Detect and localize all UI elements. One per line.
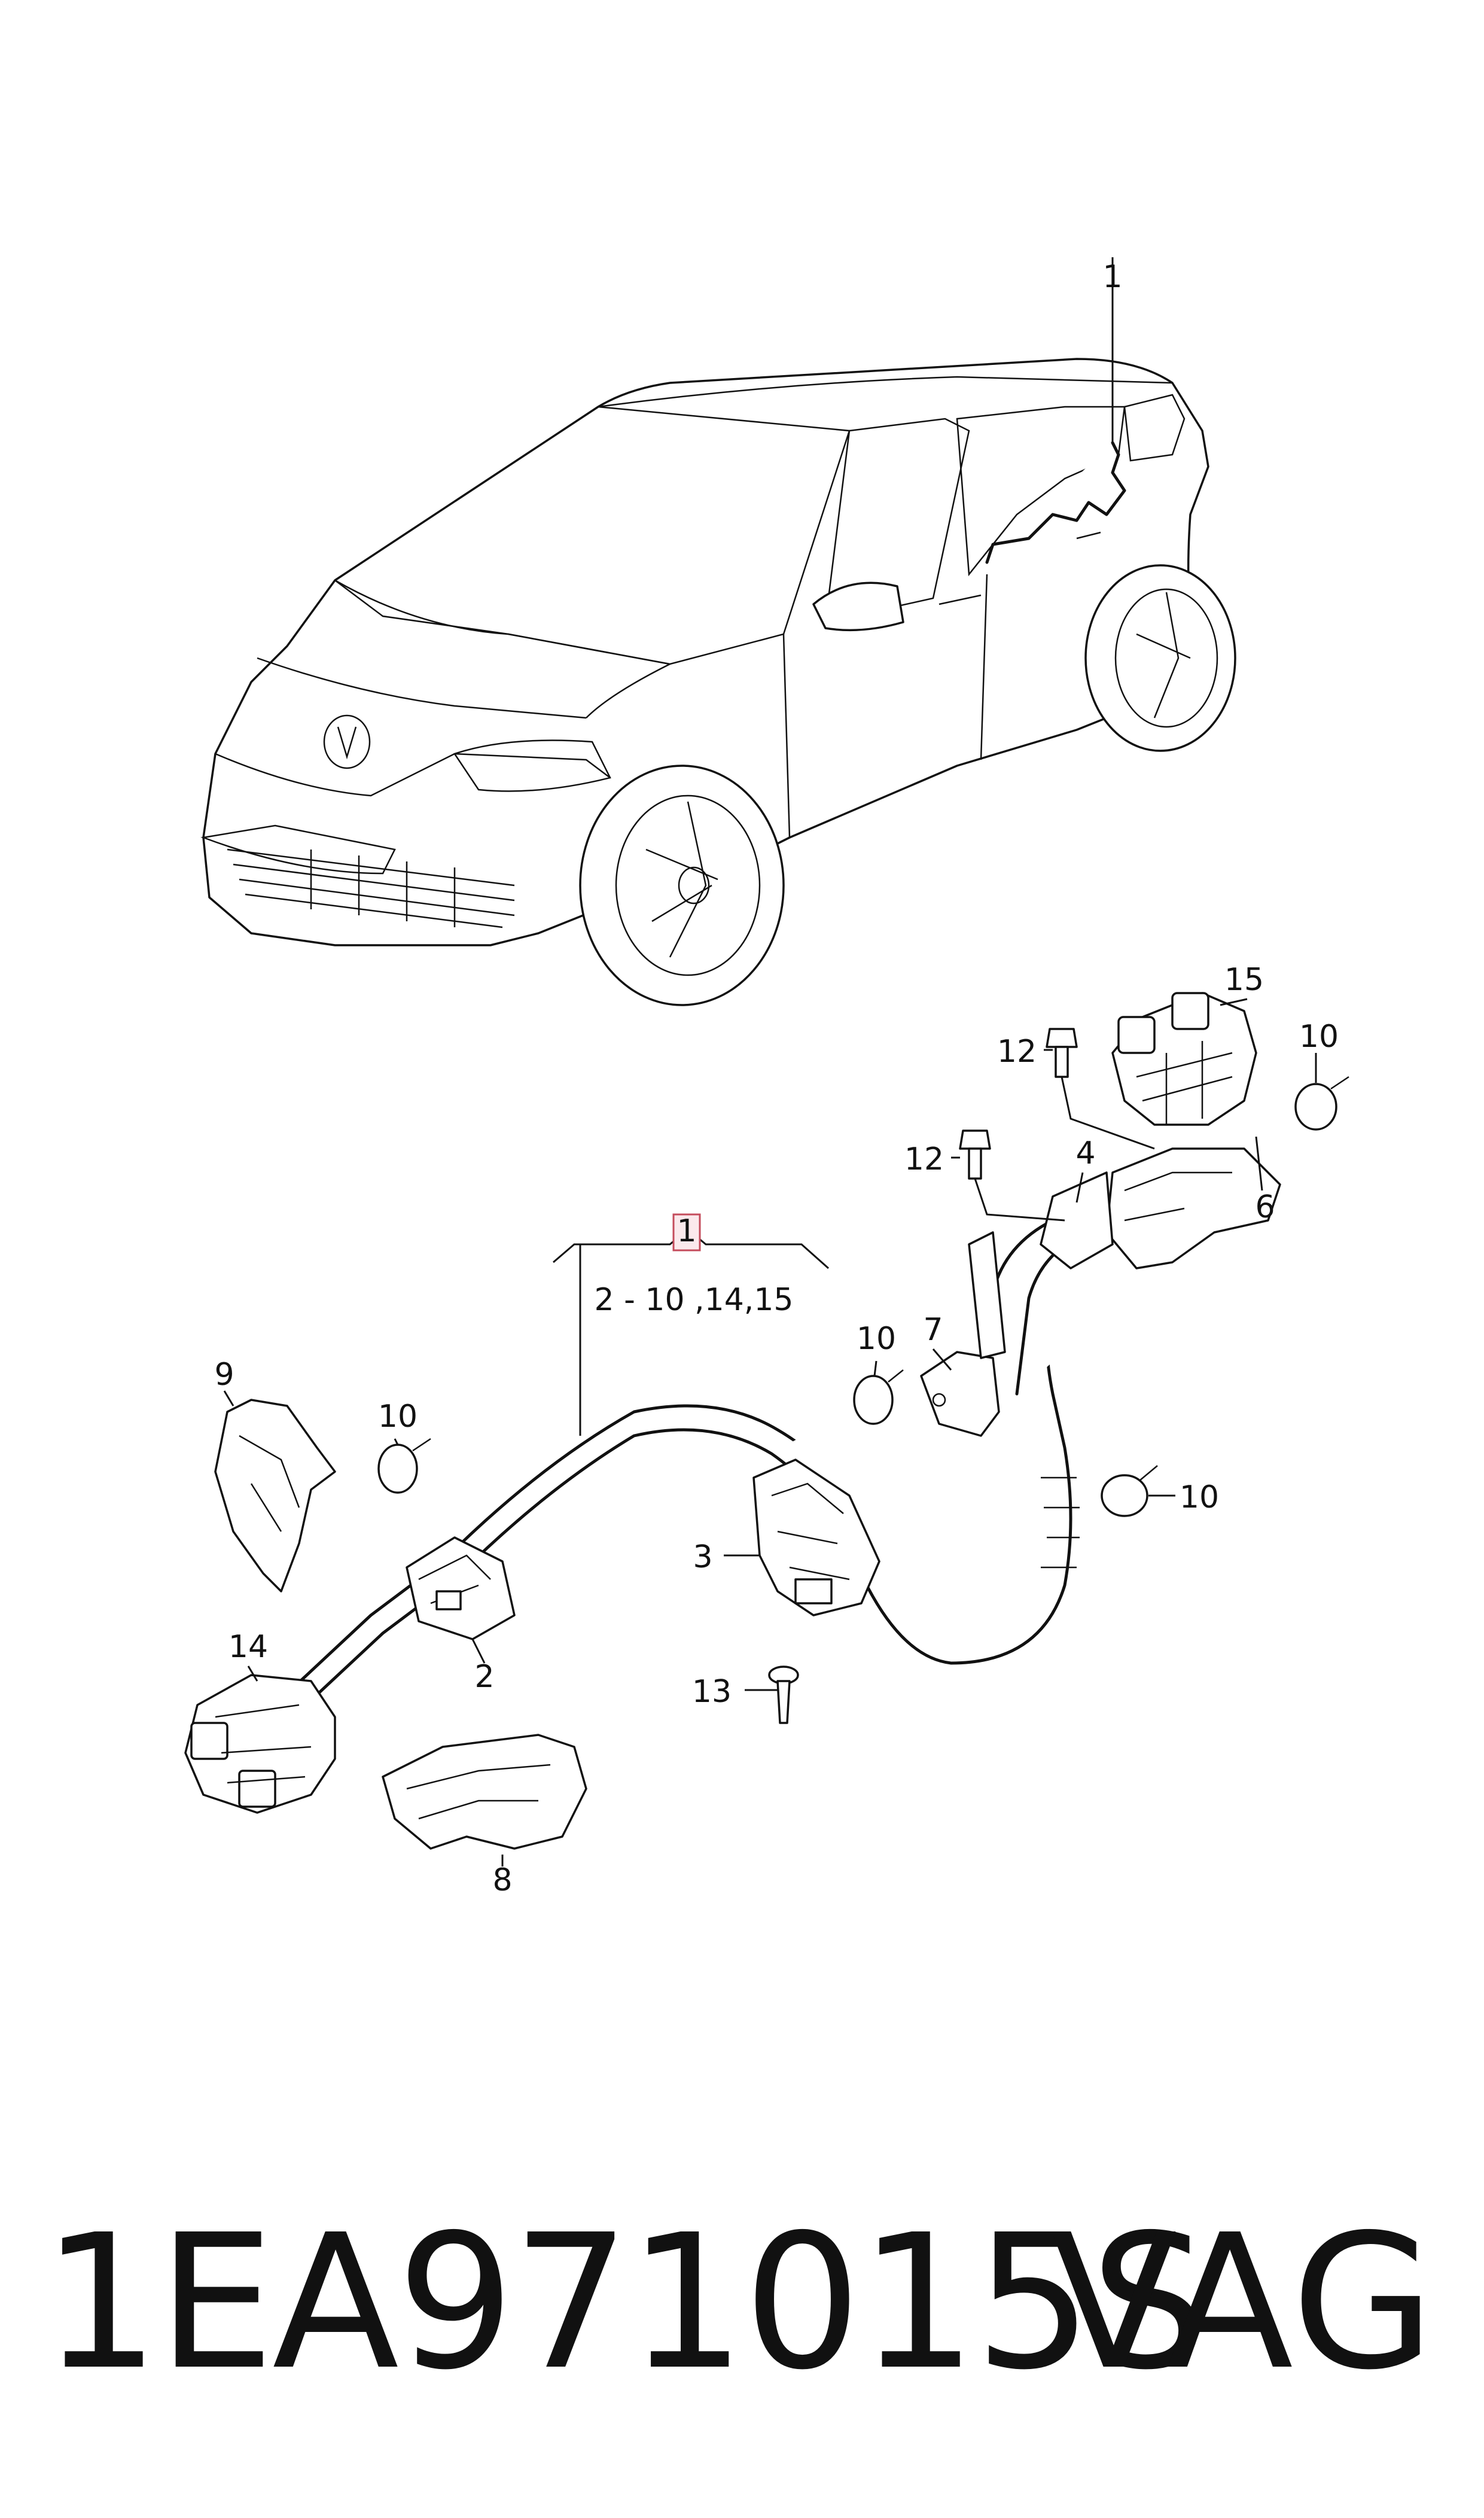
- part-10-cable-tie-c: [1101, 1465, 1158, 1517]
- brand-label: VAG: [1050, 2195, 1436, 2411]
- part-10-cable-tie-a: [377, 1438, 431, 1494]
- part-2-bracket: [406, 1536, 516, 1640]
- part-12-bolt-b: [959, 1129, 991, 1180]
- part-3-connector-block: [752, 1459, 880, 1616]
- callout-6: 6: [1255, 1189, 1275, 1225]
- part-15-charging-socket: [1111, 992, 1257, 1126]
- part-14-charging-inlet: [184, 1674, 336, 1814]
- callout-15: 15: [1224, 962, 1264, 998]
- callout-12-a: 12: [997, 1034, 1037, 1070]
- callout-group-range: 2 - 10 ,14,15: [595, 1282, 794, 1318]
- callout-10-a: 10: [378, 1399, 418, 1435]
- charging-harness-on-vehicle: [985, 441, 1126, 564]
- callout-10-c: 10: [1180, 1479, 1219, 1515]
- callout-1-highlight-box: [672, 1213, 701, 1252]
- callout-3: 3: [693, 1539, 712, 1575]
- part-12-bolt-a: [1046, 1028, 1078, 1078]
- callout-8: 8: [492, 1862, 512, 1898]
- part-13-rivet: [768, 1666, 799, 1724]
- callout-1-group: 1: [677, 1213, 696, 1249]
- front-wheel: [579, 765, 785, 1006]
- part-8-duct: [382, 1734, 587, 1850]
- callout-13: 13: [692, 1674, 732, 1710]
- rear-wheel: [1084, 564, 1236, 752]
- part-9-cover: [214, 1399, 336, 1593]
- callout-14: 14: [228, 1629, 268, 1665]
- part-footer: 1EA971015S VAG: [0, 2166, 1484, 2441]
- charging-cable-harness: [184, 992, 1349, 1850]
- part-6-outlet-housing: [1040, 1147, 1281, 1269]
- callout-labels: 1 1 2 - 10 ,14,15 2 3 4 6 7 8 9 10 10 10…: [214, 259, 1339, 1898]
- callout-1-top: 1: [1102, 259, 1122, 295]
- vehicle-illustration: [200, 257, 1236, 1006]
- callout-12-b: 12: [904, 1141, 944, 1177]
- callout-7: 7: [923, 1312, 943, 1348]
- part-10-cable-tie-b: [853, 1369, 904, 1425]
- part-number: 1EA971015S: [42, 2195, 1208, 2411]
- part-10-cable-tie-d: [1294, 1076, 1349, 1131]
- callout-2: 2: [474, 1659, 494, 1695]
- callout-10-b: 10: [857, 1321, 896, 1357]
- callout-4: 4: [1075, 1135, 1095, 1171]
- grille-pattern: [227, 848, 515, 928]
- callout-9: 9: [214, 1357, 234, 1393]
- callout-10-d: 10: [1299, 1019, 1339, 1055]
- part-7-mounting-bracket: [920, 1231, 1006, 1437]
- parts-diagram: 1 1 2 - 10 ,14,15 2 3 4 6 7 8 9 10 10 10…: [184, 257, 1349, 1898]
